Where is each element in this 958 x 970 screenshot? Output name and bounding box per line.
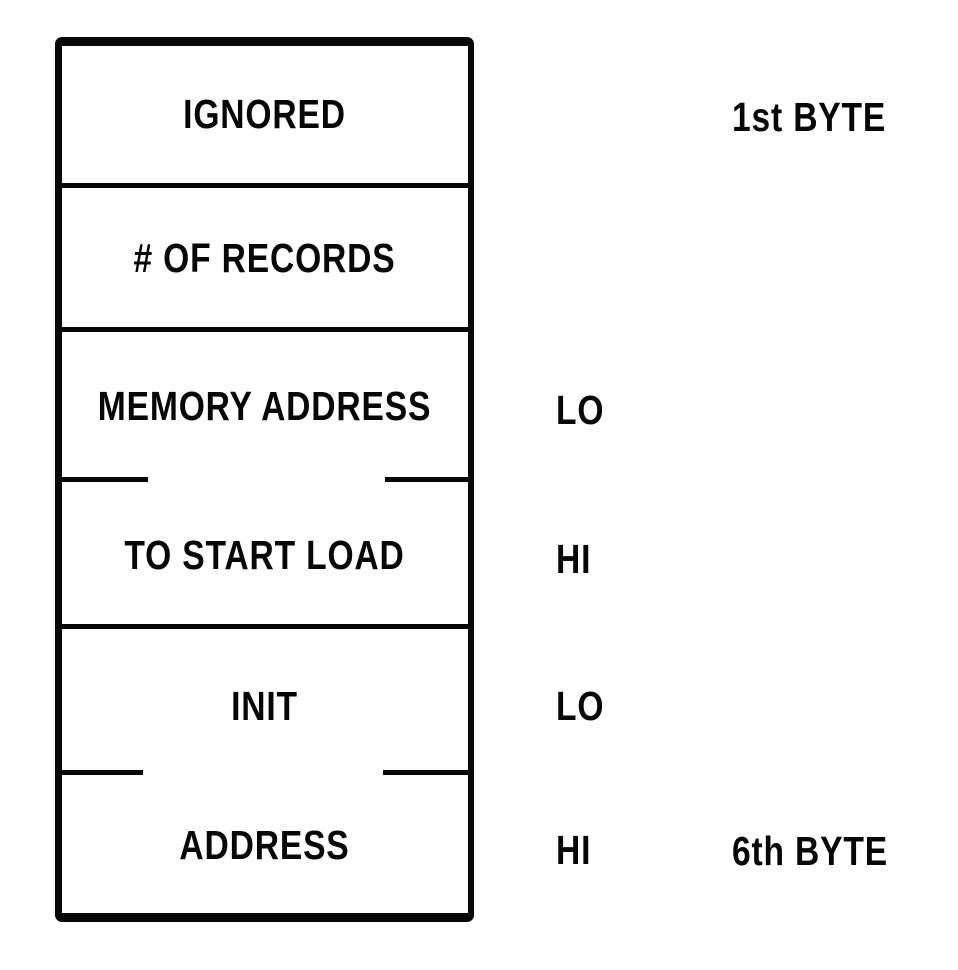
partial-divider-5-right-tick <box>383 770 468 775</box>
byte-annotation-first: 1st BYTE <box>732 94 887 140</box>
partial-divider-3-right-tick <box>385 477 468 482</box>
side-annotation-lo-init: LO <box>556 683 605 729</box>
cell-label-num-of-records: # OF RECORDS <box>133 235 396 281</box>
side-annotation-hi-to-start-load: HI <box>556 536 592 582</box>
cell-label-address: ADDRESS <box>179 822 350 868</box>
side-annotation-hi-address: HI <box>556 827 592 873</box>
cell-label-to-start-load: TO START LOAD <box>124 532 405 578</box>
row-divider-4 <box>61 624 468 629</box>
side-annotation-lo-memory-address: LO <box>556 387 605 433</box>
cell-label-init: INIT <box>231 683 298 729</box>
byte-annotation-sixth: 6th BYTE <box>732 828 889 874</box>
cell-label-memory-address: MEMORY ADDRESS <box>97 383 432 429</box>
row-divider-1 <box>61 183 468 188</box>
partial-divider-3-left-tick <box>61 477 148 482</box>
partial-divider-5-left-tick <box>61 770 143 775</box>
cell-label-ignored: IGNORED <box>183 91 346 137</box>
row-divider-2 <box>61 327 468 332</box>
